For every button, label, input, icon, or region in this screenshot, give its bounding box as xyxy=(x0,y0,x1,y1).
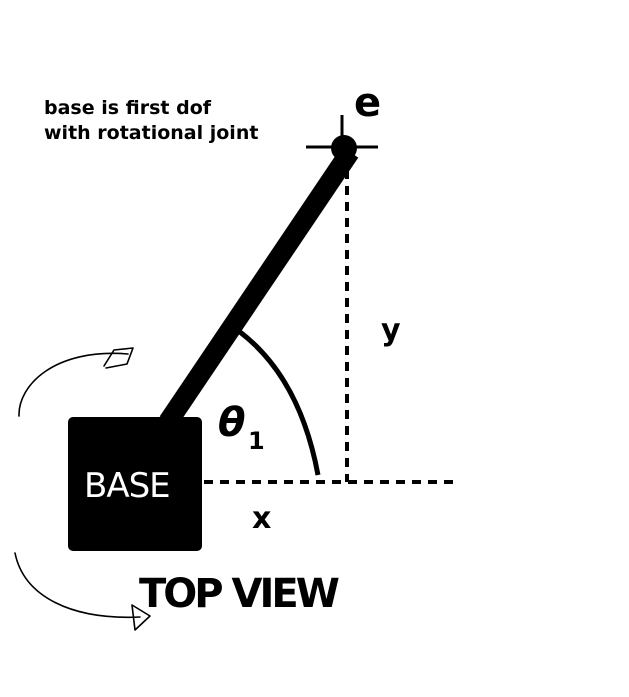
theta-arc xyxy=(238,330,321,476)
rotation-arrow-top xyxy=(18,347,134,417)
rotation-arrow-bottom xyxy=(14,552,151,631)
arm-link xyxy=(159,146,359,428)
note-line-2: with rotational joint xyxy=(44,122,258,144)
end-effector-joint xyxy=(306,115,378,175)
base-block xyxy=(68,417,202,551)
note-line-1: base is first dof xyxy=(44,97,212,119)
y-label: y xyxy=(381,313,401,348)
end-effector-label: e xyxy=(354,80,381,126)
view-caption: TOP VIEW xyxy=(139,571,339,617)
base-label: BASE xyxy=(84,466,170,506)
x-label: x xyxy=(252,501,271,536)
theta-subscript: 1 xyxy=(248,427,265,455)
theta-label: θ xyxy=(218,400,245,446)
